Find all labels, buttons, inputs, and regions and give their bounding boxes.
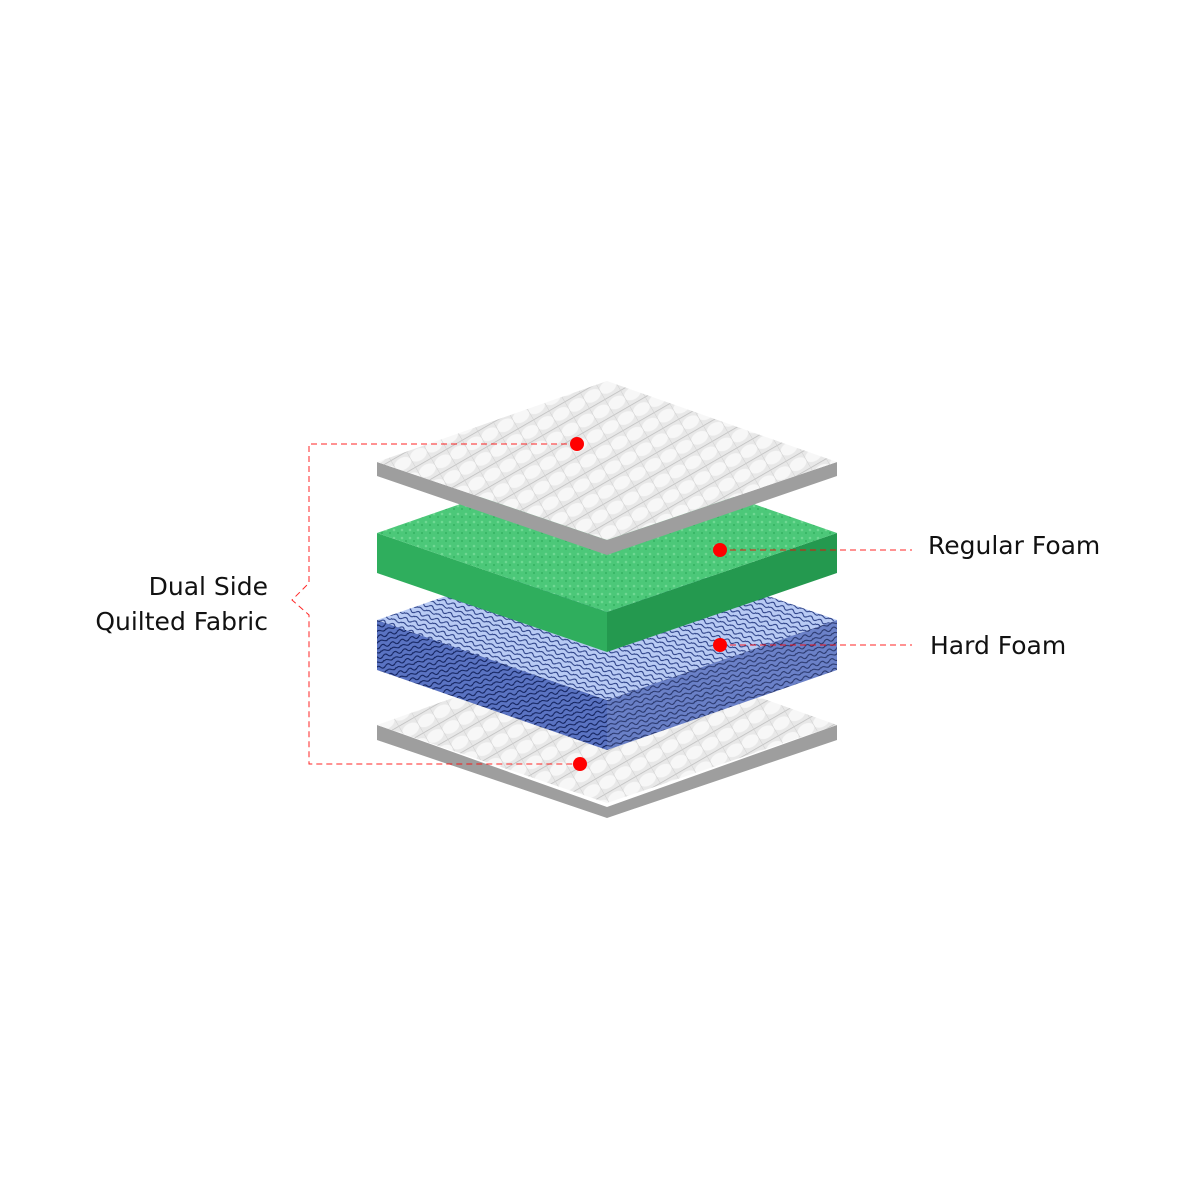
- top-fabric-marker-dot: [570, 437, 584, 451]
- hard-foam-label: Hard Foam: [930, 631, 1067, 660]
- top-quilted-fabric-layer: [377, 381, 837, 555]
- dual-side-label-line1: Dual Side: [148, 572, 268, 601]
- regular-foam-marker-dot: [713, 543, 727, 557]
- hard-foam-marker-dot: [713, 638, 727, 652]
- dual-side-quilted-fabric-label: Dual Side Quilted Fabric: [95, 569, 268, 639]
- dual-side-label-line2: Quilted Fabric: [95, 607, 268, 636]
- bottom-fabric-marker-dot: [573, 757, 587, 771]
- callout-lines: [291, 443, 912, 765]
- regular-foam-label: Regular Foam: [928, 531, 1101, 560]
- dual-side-bracket: [291, 443, 580, 765]
